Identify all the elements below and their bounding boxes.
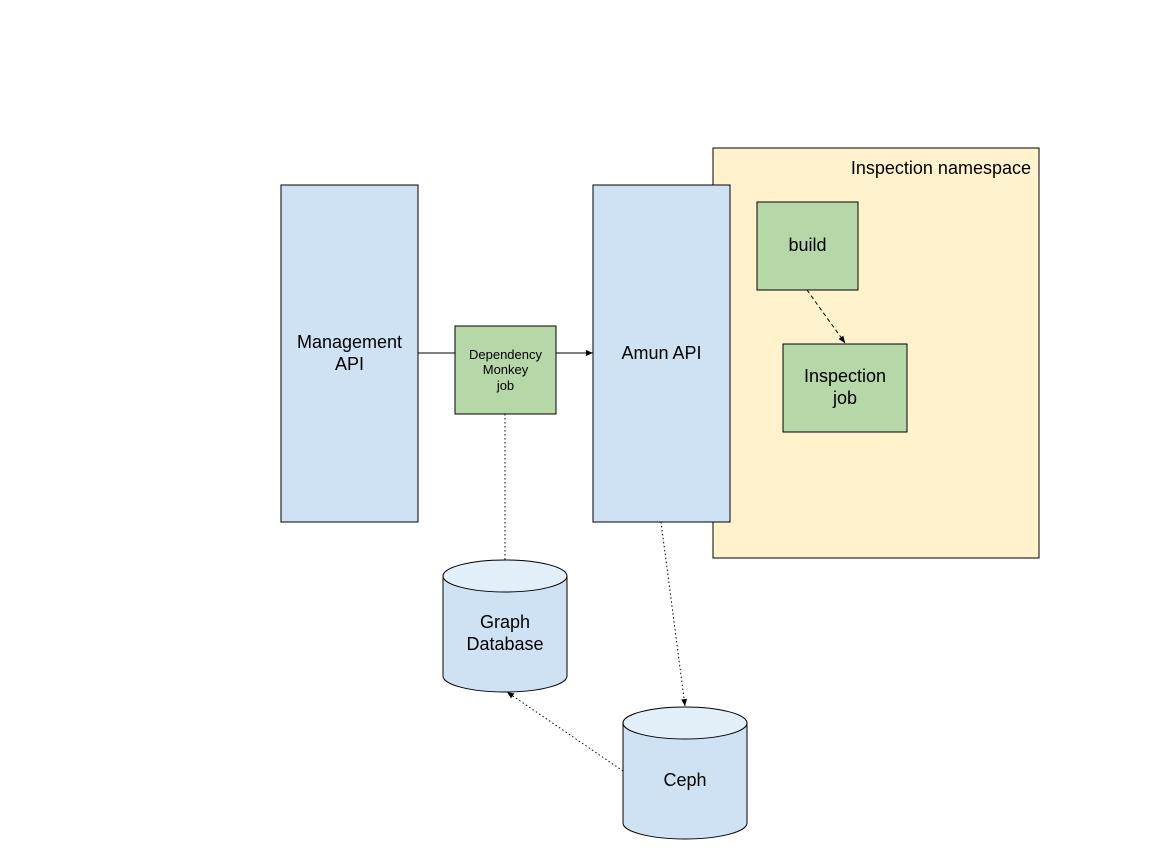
build-to-inspection-arrow	[806, 289, 846, 344]
inspection-namespace-title: Inspection namespace	[850, 158, 1031, 178]
dependency-monkey-job-box	[454, 325, 557, 415]
ceph-cylinder	[622, 706, 748, 840]
amun-to-ceph-arrow	[660, 521, 688, 707]
ceph-to-graphdb-arrow	[506, 691, 624, 772]
build-box	[756, 201, 859, 291]
inspection-job-box	[782, 343, 908, 433]
graph-database-cylinder	[442, 559, 568, 693]
management-api-box	[280, 184, 419, 523]
amun-api-box	[592, 184, 731, 523]
